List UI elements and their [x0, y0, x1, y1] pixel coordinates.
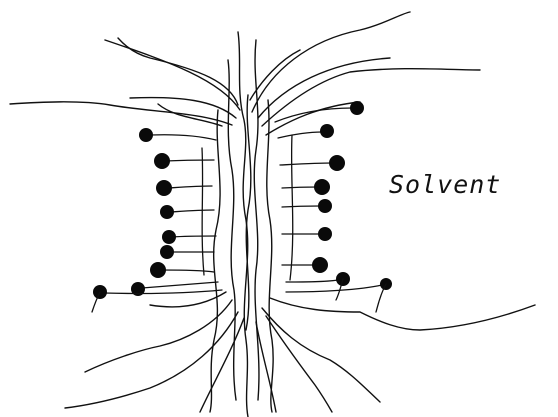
head-group	[329, 155, 345, 171]
head-group	[318, 199, 332, 213]
head-group	[160, 205, 174, 219]
head-group	[160, 245, 174, 259]
head-group	[162, 230, 176, 244]
head-group	[350, 101, 364, 115]
head-group	[314, 179, 330, 195]
right-amphiphiles	[275, 101, 392, 312]
head-group	[156, 180, 172, 196]
fiber-bundle	[10, 12, 535, 417]
head-group	[318, 227, 332, 241]
head-group	[154, 153, 170, 169]
head-group	[150, 262, 166, 278]
left-amphiphiles	[92, 128, 222, 312]
head-group	[320, 124, 334, 138]
solvent-label: Solvent	[389, 170, 501, 199]
head-group	[139, 128, 153, 142]
head-group	[312, 257, 328, 273]
